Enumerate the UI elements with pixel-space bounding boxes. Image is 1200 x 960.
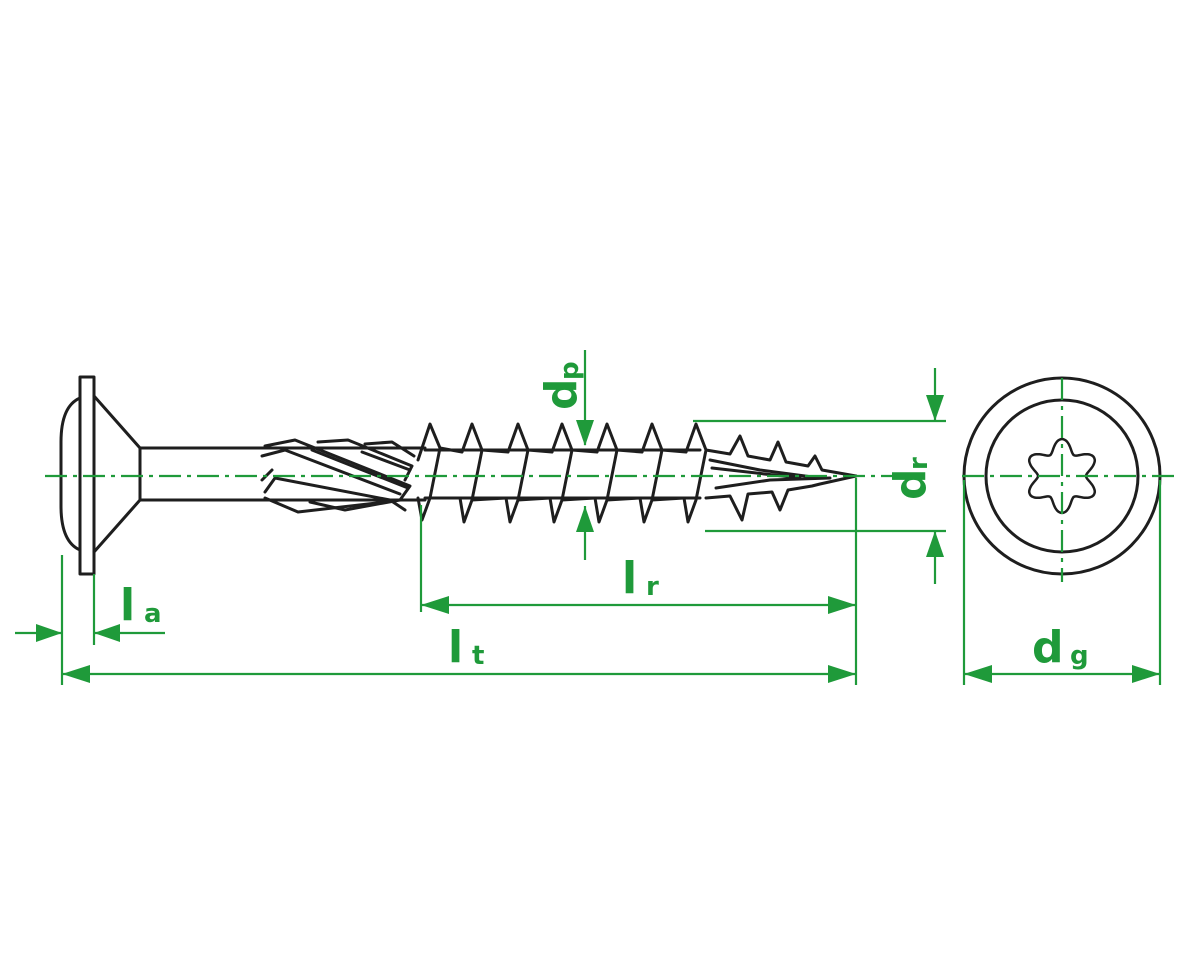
- svg-text:r: r: [904, 457, 934, 470]
- label-dg: d g: [1032, 622, 1089, 673]
- svg-text:g: g: [1070, 641, 1089, 671]
- label-dr: d r: [885, 457, 936, 500]
- svg-text:t: t: [472, 641, 484, 671]
- screw-cutter-ribs: [260, 438, 416, 514]
- screw-thread-crests: [416, 422, 708, 524]
- svg-text:d: d: [1032, 622, 1064, 673]
- label-la: l a: [120, 580, 162, 631]
- svg-text:l: l: [622, 553, 637, 604]
- svg-text:d: d: [536, 379, 587, 411]
- svg-text:d: d: [885, 469, 936, 501]
- label-lr: l r: [622, 553, 659, 604]
- svg-text:l: l: [120, 580, 135, 631]
- label-dp: d p: [536, 361, 587, 410]
- svg-text:r: r: [646, 572, 659, 602]
- dimension-labels: l a l t l r d g d p d r: [120, 361, 1089, 673]
- screw-head-dome: [59, 396, 82, 552]
- svg-text:p: p: [555, 361, 585, 380]
- screw-head-cone: [92, 394, 142, 554]
- svg-text:l: l: [448, 622, 463, 673]
- svg-text:a: a: [144, 599, 162, 629]
- dimension-arrows: [36, 395, 1160, 683]
- label-lt: l t: [448, 622, 484, 673]
- dimension-lines: [15, 350, 1175, 685]
- screw-shank: [138, 446, 427, 502]
- screw-tip: [704, 434, 858, 522]
